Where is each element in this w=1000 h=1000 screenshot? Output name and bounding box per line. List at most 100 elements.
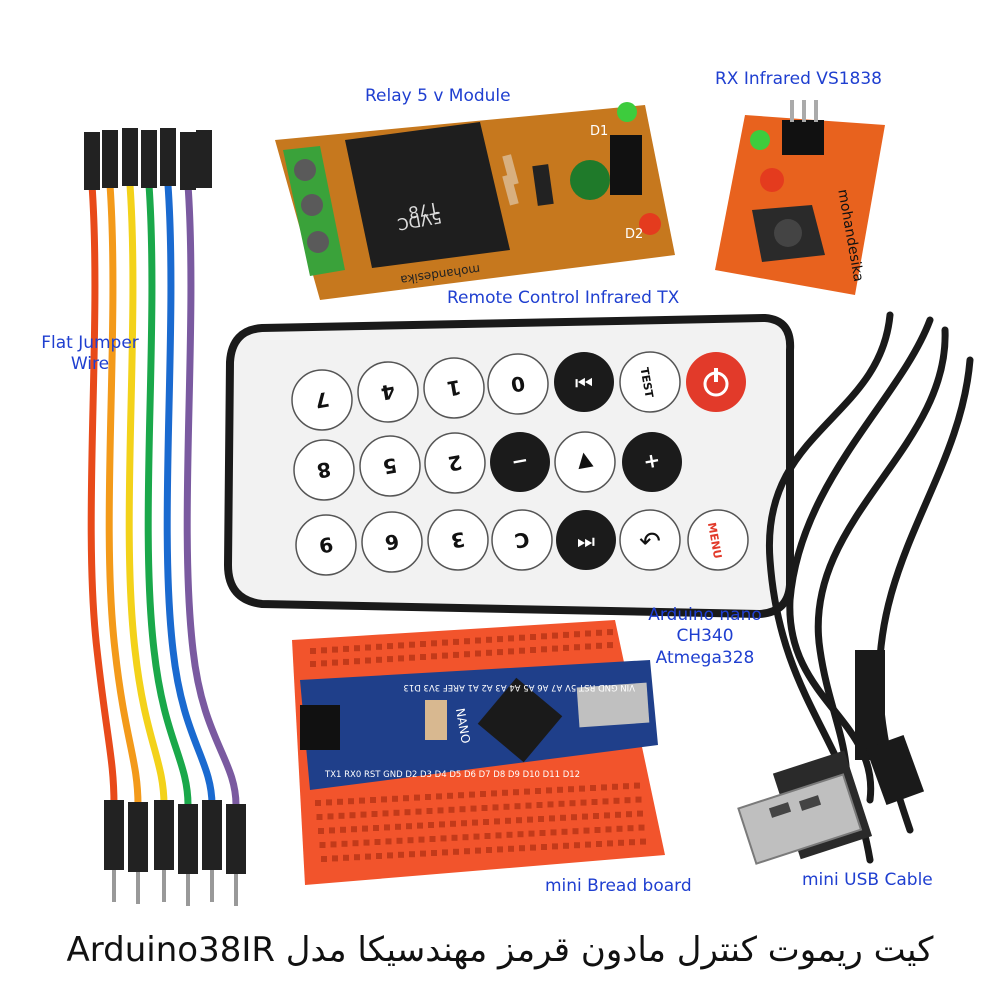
breadboard-hole [634,782,640,789]
breadboard-hole [429,836,436,842]
breadboard-hole [530,844,536,851]
breadboard-hole [354,854,360,861]
breadboard-hole [396,837,403,844]
breadboard-hole [637,810,643,817]
remote-button-label: 4 [379,379,397,405]
relay-d1-label: D1 [590,124,608,139]
remote-button-3[interactable]: 3 [427,509,489,571]
remote-button-label: 8 [315,457,333,483]
breadboard-hole [618,839,624,846]
breadboard-hole [329,827,335,834]
breadboard-hole [475,637,481,644]
breadboard-hole [337,798,343,805]
breadboard-hole [362,825,368,832]
remote-button-plus[interactable]: + [622,432,682,492]
breadboard-hole [585,643,591,650]
return-button[interactable]: ↶ [619,509,681,571]
breadboard-hole [516,817,522,824]
jumper-bottom-connectors [104,800,246,906]
remote-button-9[interactable]: 9 [295,514,357,576]
breadboard-hole [596,642,602,649]
breadboard-hole [563,842,569,849]
next-track-button[interactable]: ⏭ [556,510,616,570]
breadboard-hole [560,814,566,821]
breadboard-hole [491,790,497,797]
remote-button-5[interactable]: 5 [359,435,421,497]
breadboard-hole [351,826,357,833]
breadboard-hole [508,635,514,642]
breadboard-hole [360,811,367,818]
breadboard-hole [475,847,481,854]
breadboard-hole [602,798,609,805]
breadboard-hole [571,814,577,821]
breadboard-hole [552,632,558,639]
breadboard-hole [374,839,381,845]
prev-track-button[interactable]: ⏮ [554,352,614,412]
rx-infrared-module: mohandesika [715,100,885,295]
remote-button-minus[interactable]: − [490,432,550,492]
rx-infrared-label: RX Infrared VS1838 [715,69,882,89]
breadboard-hole [332,659,338,666]
breadboard-hole [409,851,415,858]
breadboard-hole [461,820,467,827]
power-button[interactable] [686,352,746,412]
breadboard-hole [451,834,458,841]
breadboard-hole [492,804,499,811]
breadboard-hole [527,816,533,823]
breadboard-hole [453,638,459,645]
remote-button-label: C [513,527,532,553]
breadboard-hole [420,654,426,660]
breadboard-hole [387,852,393,859]
remote-button-down[interactable]: ▼ [554,431,616,493]
breadboard-hole [425,794,431,800]
breadboard-hole [601,784,607,791]
breadboard-hole [528,830,535,837]
breadboard-hole [453,651,459,658]
arduino-nano-label-line1: Arduino nano [648,605,762,625]
breadboard-hole [613,797,620,804]
remote-button-4[interactable]: 4 [357,361,419,423]
breadboard-hole [519,647,525,654]
breadboard-hole [464,638,470,645]
remote-button-menu[interactable]: MENU [687,509,749,571]
breadboard-hole [349,812,356,819]
jumper-top-connectors [84,128,212,190]
remote-button-label: ▼ [575,449,595,475]
remote-button-test[interactable]: TEST [619,351,681,413]
breadboard-hole [604,812,610,819]
breadboard-hole [348,798,354,805]
remote-button-1[interactable]: 1 [423,357,485,419]
breadboard-hole [376,643,382,650]
breadboard-hole [517,831,524,838]
breadboard-hole [574,631,580,638]
breadboard-hole [426,808,433,814]
remote-button-c[interactable]: C [491,509,553,571]
breadboard-hole [583,827,590,834]
breadboard-hole [563,631,569,638]
breadboard-hole [316,814,323,820]
relay-module-label: Relay 5 v Module [365,86,511,106]
breadboard-hole [387,656,393,663]
breadboard-hole [340,826,346,833]
breadboard-hole [458,792,464,799]
breadboard-hole [321,856,327,862]
breadboard-hole [321,660,327,667]
breadboard-hole [580,799,587,806]
breadboard-hole [341,840,348,847]
breadboard-hole [536,802,543,808]
breadboard-hole [524,788,530,795]
breadboard-hole [574,842,580,849]
svg-text:⏭: ⏭ [577,529,595,553]
remote-button-7[interactable]: 7 [291,369,353,431]
remote-button-8[interactable]: 8 [293,439,355,501]
breadboard-hole [473,833,480,840]
remote-button-0[interactable]: 0 [487,353,549,415]
breadboard-hole [535,788,541,794]
remote-button-2[interactable]: 2 [424,432,486,494]
breadboard-hole [497,846,503,853]
breadboard-hole [431,850,437,856]
remote-button-6[interactable]: 6 [361,511,423,573]
relay-module: T78 5VDC D1 D2 mohandesika [275,102,675,300]
